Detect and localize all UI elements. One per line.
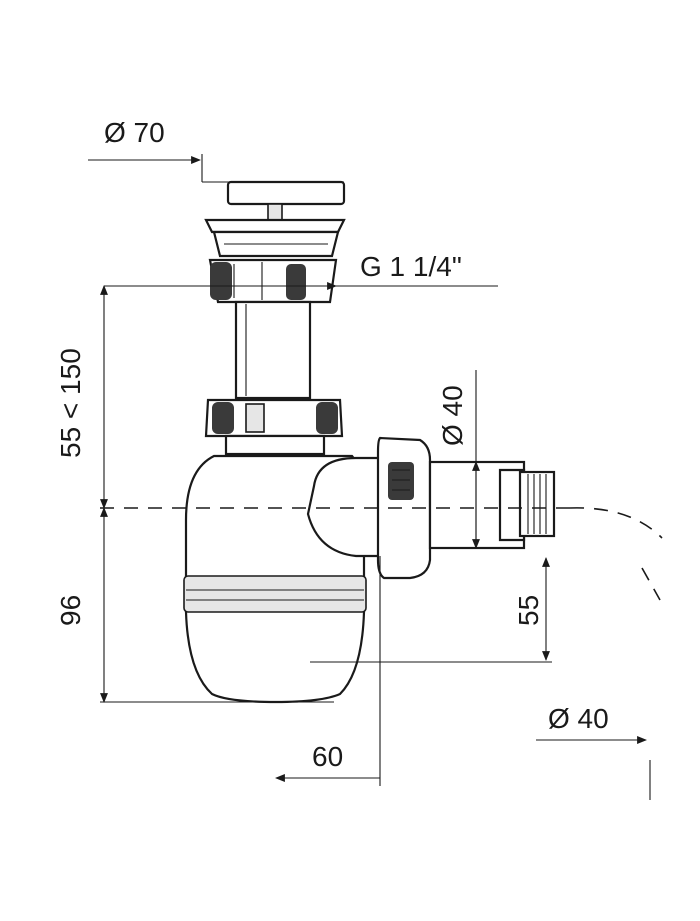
label-height-range: 55 < 150 (55, 348, 86, 458)
horizontal-outlet (428, 460, 556, 550)
dimension-body-height: 96 (55, 507, 334, 703)
dimension-height-range: 55 < 150 (55, 285, 108, 509)
dimension-pipe-diameter: Ø 40 (536, 703, 651, 800)
vertical-tube (234, 300, 312, 400)
dimension-side-diameter: Ø 40 (430, 370, 480, 549)
label-pipe-diameter: Ø 40 (548, 703, 609, 734)
label-outlet-offset: 55 (513, 595, 544, 626)
drain-plug (204, 180, 346, 258)
label-body-height: 96 (55, 595, 86, 626)
dimension-diameter-70: Ø 70 (88, 117, 344, 183)
label-thread: G 1 1/4" (360, 251, 462, 282)
dimension-thread: G 1 1/4" (104, 251, 498, 290)
upper-nut (208, 258, 338, 304)
label-side-diameter: Ø 40 (437, 385, 468, 446)
outlet-path-curve (569, 507, 663, 539)
label-horizontal-offset: 60 (312, 741, 343, 772)
outlet-path-continued (641, 567, 661, 601)
side-elbow (306, 436, 432, 580)
dimension-horizontal-offset: 60 (275, 556, 381, 786)
dimension-outlet-offset: 55 (310, 557, 552, 663)
lower-nut (204, 398, 344, 456)
label-diameter-70: Ø 70 (104, 117, 165, 148)
